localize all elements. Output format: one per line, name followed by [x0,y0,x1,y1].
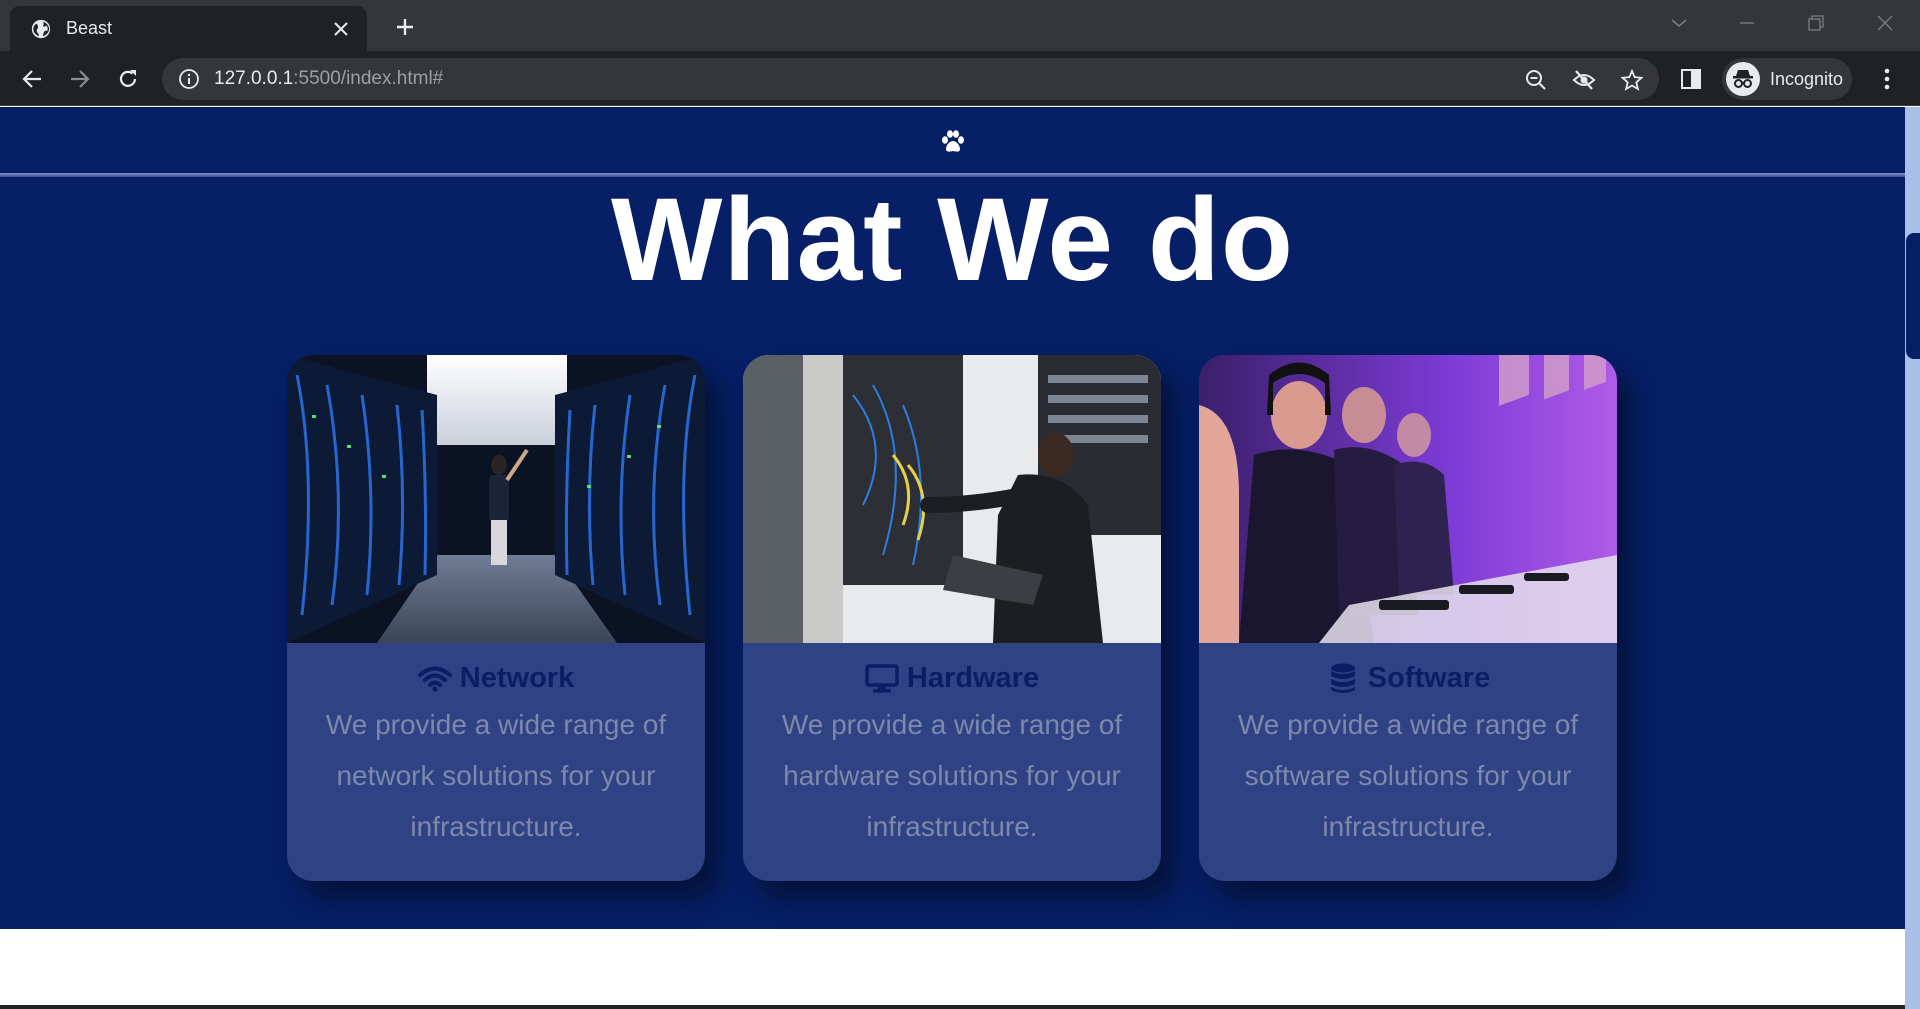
chevron-down-icon[interactable] [1662,8,1696,38]
browser-toolbar: 127.0.0.1:5500/index.html# Incognito [0,51,1920,106]
star-icon[interactable] [1619,67,1645,93]
url-path: :5500/index.html# [293,68,444,89]
card-title: Software [1199,662,1617,695]
card-description: We provide a wide range of hardware solu… [781,709,1123,842]
wifi-icon [417,663,452,695]
section-title: What We do [611,174,1294,306]
next-section [0,929,1905,1009]
tab-title: Beast [66,18,113,38]
card-title: Hardware [743,662,1161,695]
back-icon[interactable] [15,62,49,96]
card-title-text: Software [1367,662,1491,694]
card-title: Network [287,662,705,695]
navbar-divider [0,173,1905,177]
eye-off-icon[interactable] [1571,67,1597,93]
page-viewport: What We do [0,107,1920,1009]
window-close-icon[interactable] [1868,8,1902,38]
url-host: 127.0.0.1 [214,68,294,89]
site-navbar [0,107,1905,175]
more-icon[interactable] [1870,62,1904,96]
server-room-photo [287,355,705,643]
paw-icon[interactable] [940,129,966,155]
desktop-icon [865,663,899,695]
card-network: Network We provide a wide range of netwo… [287,355,705,881]
profile-button[interactable]: Incognito [1722,58,1852,100]
profile-label: Incognito [1770,68,1844,89]
plus-icon[interactable] [390,12,420,42]
window-bottom-edge [0,1005,1905,1009]
side-panel-icon[interactable] [1674,62,1708,96]
card-title-text: Hardware [906,662,1040,694]
info-icon[interactable] [178,68,200,90]
card-description: We provide a wide range of network solut… [325,709,667,842]
forward-icon[interactable] [63,62,97,96]
globe-icon [31,19,51,38]
card-hardware: Hardware We provide a wide range of hard… [743,355,1161,881]
address-bar[interactable]: 127.0.0.1:5500/index.html# [162,58,1659,100]
zoom-out-icon[interactable] [1523,67,1549,93]
database-icon [1326,663,1360,695]
gamers-photo [1199,355,1617,643]
tab-strip: Beast [0,0,1920,51]
minimize-icon[interactable] [1730,8,1764,38]
card-description: We provide a wide range of software solu… [1237,709,1579,842]
incognito-icon [1726,62,1760,96]
technician-rack-photo [743,355,1161,643]
card-title-text: Network [459,662,575,694]
reload-icon[interactable] [111,62,145,96]
card-software: Software We provide a wide range of soft… [1199,355,1617,881]
scrollbar-thumb[interactable] [1906,233,1920,359]
close-icon[interactable] [327,15,355,43]
tab-active[interactable]: Beast [10,6,367,51]
restore-icon[interactable] [1799,8,1833,38]
